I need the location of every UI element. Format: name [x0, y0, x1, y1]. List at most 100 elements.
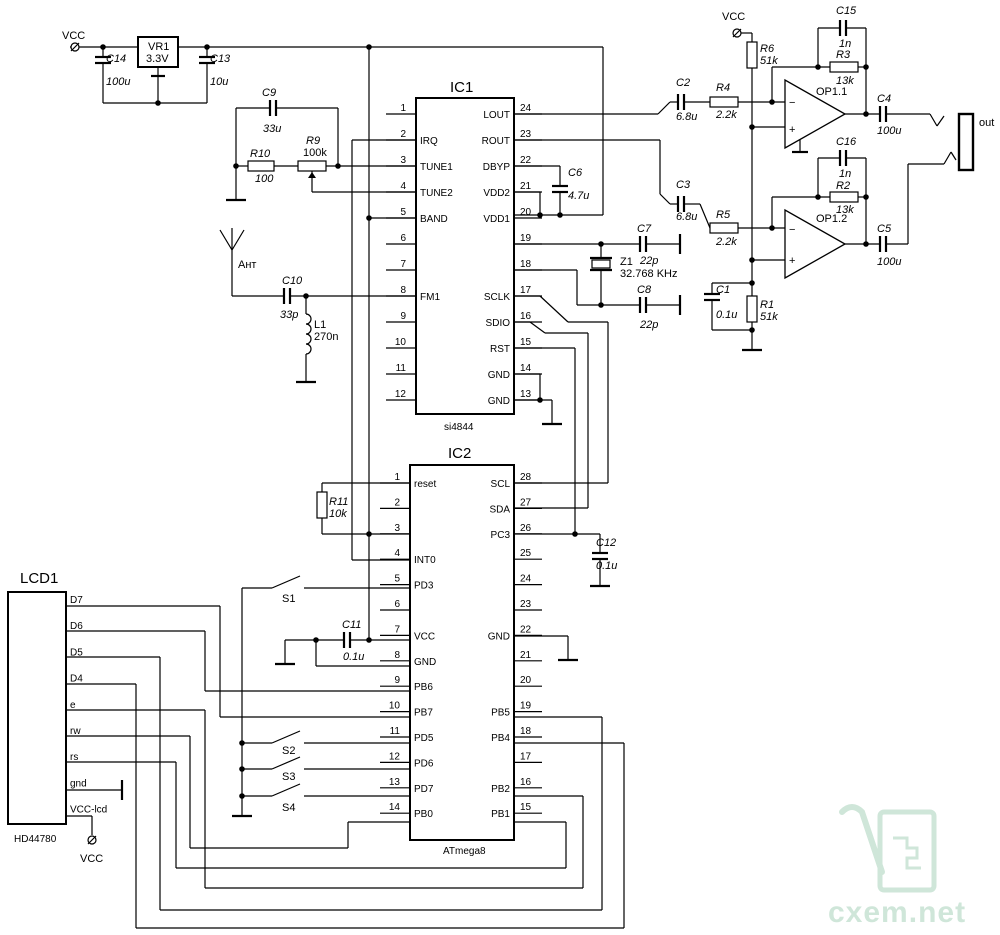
c15-value: 1n — [839, 38, 851, 50]
right-channel-input: C3 6.8u R5 2.2k — [514, 139, 785, 248]
ic2-pin-number: 8 — [394, 650, 400, 661]
c11-name: C11 — [342, 619, 361, 631]
ic1-pin-number: 19 — [520, 233, 532, 244]
switch-s3: S3 — [239, 756, 410, 783]
ic1-pin-name: RST — [490, 344, 510, 355]
vr1-name: VR1 — [148, 41, 169, 53]
ic2-atmega8: IC2 ATmega8 1reset234INT05PD367VCC8GND9P… — [380, 445, 542, 857]
vcc-label: VCC — [62, 30, 85, 42]
ic1-pin-number: 4 — [400, 181, 406, 192]
c14-value: 100u — [106, 76, 130, 88]
ic1-pin-name: BAND — [420, 214, 448, 225]
band-wire — [366, 215, 416, 221]
op2-name: OP1.2 — [816, 213, 847, 225]
ic1-pin-number: 16 — [520, 311, 532, 322]
ic2-pin-number: 22 — [520, 624, 532, 635]
op1-plus: + — [789, 124, 795, 136]
c16-name: C16 — [836, 136, 857, 148]
ic1-pin-number: 23 — [520, 129, 532, 140]
ic2-pin-name: SDA — [489, 504, 510, 515]
crystal-z1: C7 22p Z1 32.768 KHz C8 22p — [514, 223, 682, 331]
ic1-ground — [514, 373, 562, 426]
ic1-pin-number: 5 — [400, 207, 406, 218]
r10-name: R10 — [250, 148, 271, 160]
ic2-pin-number: 7 — [394, 624, 400, 635]
left-channel-input: C2 6.8u R4 2.2k — [514, 77, 785, 123]
lcd-vcc-label: VCC — [80, 853, 103, 865]
ic2-part: ATmega8 — [443, 846, 486, 857]
ic1-pin-number: 13 — [520, 389, 532, 400]
ic1-si4844: IC1 si4844 12IRQ3TUNE14TUNE25BAND678FM19… — [386, 79, 542, 433]
c7-value: 22p — [639, 255, 658, 267]
opamp-op1-1: − + OP1.1 R3 13k C15 1n C4 100u — [771, 5, 945, 154]
ic2-pin-number: 11 — [390, 726, 401, 737]
ic2-pin-name: PB4 — [491, 733, 510, 744]
c1-value: 0.1u — [716, 309, 737, 321]
ic2-pin-number: 5 — [394, 574, 400, 585]
ic2-pin-number: 27 — [520, 497, 532, 508]
ic2-pin-number: 17 — [520, 751, 532, 762]
c3-name: C3 — [676, 179, 691, 191]
ic2-pin-name: PC3 — [491, 530, 511, 541]
lcd-pin-label: D4 — [70, 674, 83, 685]
ic1-pin-number: 14 — [520, 363, 532, 374]
r2-value: 13k — [836, 204, 854, 216]
capacitor-c6: C6 4.7u — [514, 165, 603, 218]
ic2-pin-name: PD6 — [414, 758, 434, 769]
r6-value: 51k — [760, 55, 778, 67]
ic1-pin-number: 6 — [400, 233, 406, 244]
ic2-pin-name: PD3 — [414, 581, 434, 592]
c12-name: C12 — [596, 537, 616, 549]
lcd-pin-label: rs — [70, 752, 78, 763]
ic1-pin-number: 20 — [520, 207, 532, 218]
c10-name: C10 — [282, 275, 303, 287]
ic2-pin-name: PB6 — [414, 682, 433, 693]
c13-value: 10u — [210, 76, 228, 88]
ic2-pin-number: 16 — [520, 777, 532, 788]
lcd-pin-label: VCC-lcd — [70, 805, 107, 816]
ic1-pin-number: 22 — [520, 155, 532, 166]
c9-name: C9 — [262, 87, 276, 99]
ic2-pin-number: 21 — [520, 650, 532, 661]
ic1-pin-name: DBYP — [483, 162, 511, 173]
ic2-pin-number: 28 — [520, 472, 532, 483]
c8-name: C8 — [637, 284, 652, 296]
ic2-pin-name: PB2 — [491, 784, 510, 795]
ic1-pin-number: 9 — [400, 311, 406, 322]
ic2-pin-number: 6 — [394, 599, 400, 610]
c6-name: C6 — [568, 167, 583, 179]
ic2-pin-name: INT0 — [414, 555, 436, 566]
lcd-wiring: VCC — [66, 605, 625, 929]
ic1-pin-name: GND — [488, 370, 510, 381]
ic1-pin-number: 21 — [520, 181, 532, 192]
ic2-pin-number: 18 — [520, 726, 532, 737]
ic1-pin-number: 18 — [520, 259, 532, 270]
ic2-pin-name: PB0 — [414, 809, 433, 820]
ic2-pin-number: 3 — [394, 523, 400, 534]
s3-label: S3 — [282, 771, 295, 783]
ic1-pin-number: 3 — [400, 155, 406, 166]
ic2-ground — [514, 635, 578, 662]
ic2-pin-name: GND — [488, 631, 510, 642]
ic1-pin-number: 7 — [400, 259, 406, 270]
watermark-text: cxem.net — [828, 896, 966, 929]
r9-name: R9 — [306, 135, 320, 147]
capacitor-c11: C11 0.1u — [275, 619, 410, 667]
c10-value: 33p — [280, 309, 298, 321]
switch-s4: S4 — [239, 783, 410, 814]
i2c-bus-wires — [514, 295, 609, 537]
ic2-pin-name: VCC — [414, 631, 435, 642]
vcc-terminal-top-left: VCC — [62, 30, 85, 52]
ic1-pin-name: ROUT — [482, 136, 510, 147]
switch-s2: S2 — [239, 730, 410, 757]
switch-s1: S1 — [242, 575, 410, 605]
ic1-pin-number: 11 — [396, 363, 407, 374]
ic1-pin-number: 1 — [400, 103, 406, 114]
c9-value: 33u — [263, 123, 281, 135]
ic2-pin-number: 23 — [520, 599, 532, 610]
l1-name: L1 — [314, 319, 326, 331]
r5-name: R5 — [716, 209, 731, 221]
ic2-pin-name: PB5 — [491, 708, 510, 719]
